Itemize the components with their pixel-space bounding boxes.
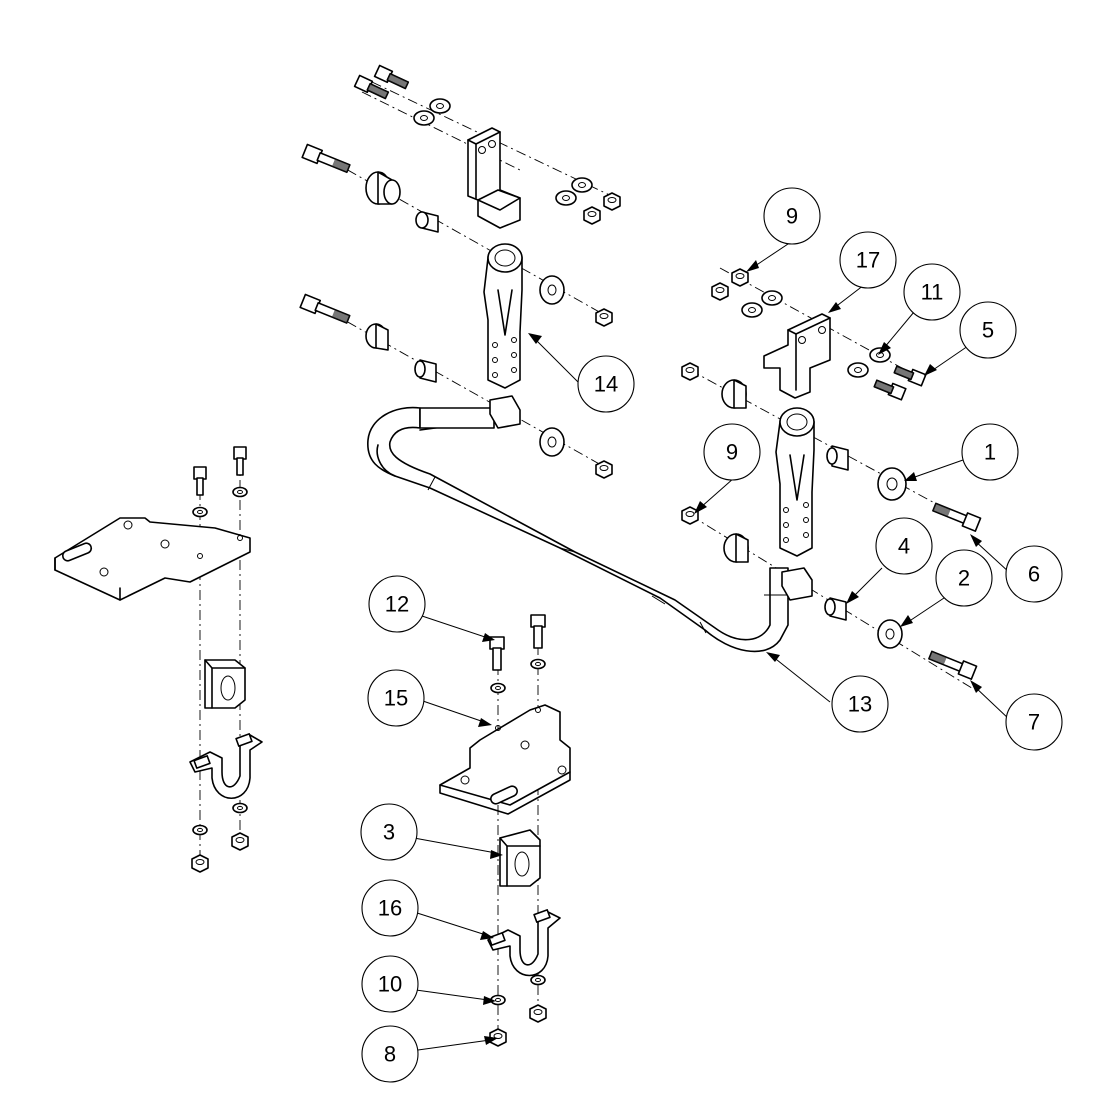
right-link-group xyxy=(681,362,982,680)
callout-12: 12 xyxy=(368,575,426,633)
callout-label: 13 xyxy=(848,692,872,717)
callout-label: 15 xyxy=(384,686,408,711)
callout-label: 5 xyxy=(982,318,994,343)
callout-4: 4 xyxy=(875,517,933,575)
callout-label: 10 xyxy=(378,972,402,997)
callout-10: 10 xyxy=(361,955,419,1013)
callout-label: 4 xyxy=(898,534,910,559)
callout-9-top: 9 xyxy=(763,187,821,245)
callout-label: 17 xyxy=(856,248,880,273)
callout-11: 11 xyxy=(903,263,961,321)
callout-6: 6 xyxy=(1005,545,1063,603)
right-bracket-group xyxy=(711,268,927,401)
callout-3: 3 xyxy=(360,803,418,861)
callout-17: 17 xyxy=(839,231,897,289)
callout-label: 16 xyxy=(378,896,402,921)
callout-label: 11 xyxy=(921,280,944,305)
leader-lines xyxy=(413,239,1011,1051)
callout-5: 5 xyxy=(959,301,1017,359)
left-link-group xyxy=(299,243,613,479)
callout-8: 8 xyxy=(361,1025,419,1083)
callout-label: 12 xyxy=(385,592,409,617)
callout-label: 2 xyxy=(958,566,970,591)
callout-label: 3 xyxy=(383,820,395,845)
callout-1: 1 xyxy=(961,423,1019,481)
callout-label: 8 xyxy=(384,1042,396,1067)
callout-13: 13 xyxy=(831,675,889,733)
callout-15: 15 xyxy=(367,669,425,727)
callout-label: 1 xyxy=(984,440,996,465)
callout-label: 9 xyxy=(726,440,738,465)
callout-16: 16 xyxy=(361,879,419,937)
center-mount-assembly xyxy=(439,614,571,1047)
callout-label: 9 xyxy=(786,204,798,229)
callout-14: 14 xyxy=(577,355,635,413)
callout-label: 7 xyxy=(1028,710,1040,735)
callout-label: 6 xyxy=(1028,562,1040,587)
callout-7: 7 xyxy=(1005,693,1063,751)
upper-left-bracket-group xyxy=(301,64,621,233)
callout-2: 2 xyxy=(935,549,993,607)
callout-label: 14 xyxy=(594,372,618,397)
left-mount-assembly xyxy=(54,446,263,873)
callout-9-mid: 9 xyxy=(703,423,761,481)
